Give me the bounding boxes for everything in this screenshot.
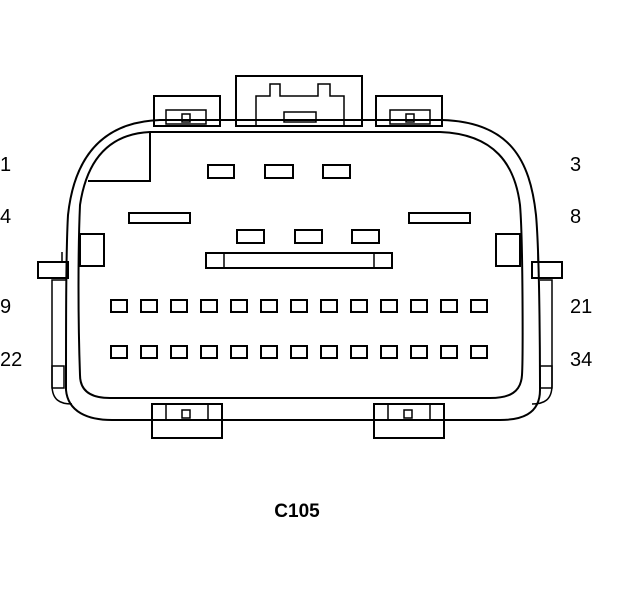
cavity-row-1 bbox=[207, 164, 351, 179]
pin-cavity bbox=[350, 345, 368, 359]
right-lower-key bbox=[539, 365, 553, 389]
pin-cavity bbox=[207, 164, 235, 179]
pin-label-3: 3 bbox=[570, 154, 581, 176]
pin-cavity bbox=[128, 212, 191, 224]
pin-cavity bbox=[322, 164, 351, 179]
pin-cavity bbox=[380, 345, 398, 359]
cavity-row-4 bbox=[110, 345, 488, 359]
pin-cavity bbox=[290, 345, 308, 359]
cavity-row-3 bbox=[110, 299, 488, 313]
pin-label-34: 34 bbox=[570, 349, 592, 371]
pin-cavity bbox=[351, 229, 380, 244]
pin-cavity bbox=[410, 345, 428, 359]
pin-cavity bbox=[110, 345, 128, 359]
pin-cavity bbox=[408, 212, 471, 224]
inner-face bbox=[77, 131, 524, 399]
pin-cavity bbox=[470, 345, 488, 359]
pin-label-9: 9 bbox=[0, 296, 11, 318]
left-key bbox=[79, 233, 105, 267]
pin-label-8: 8 bbox=[570, 206, 581, 228]
pin-cavity bbox=[260, 299, 278, 313]
right-key bbox=[495, 233, 521, 267]
pin-cavity bbox=[320, 299, 338, 313]
left-lower-key bbox=[51, 365, 65, 389]
right-flange bbox=[531, 279, 553, 405]
top-left-lock-tab bbox=[153, 95, 221, 127]
pin-cavity bbox=[230, 345, 248, 359]
pin-cavity bbox=[236, 229, 265, 244]
top-latch bbox=[235, 75, 363, 127]
left-flange bbox=[51, 279, 73, 405]
pin-cavity bbox=[410, 299, 428, 313]
pin-cavity bbox=[290, 299, 308, 313]
pin-cavity bbox=[140, 345, 158, 359]
pin-cavity bbox=[440, 299, 458, 313]
left-side-ear bbox=[37, 252, 69, 279]
pin-label-22: 22 bbox=[0, 349, 22, 371]
pin-cavity bbox=[170, 345, 188, 359]
pin-cavity bbox=[140, 299, 158, 313]
pin-cavity bbox=[350, 299, 368, 313]
connector-id-label: C105 bbox=[274, 501, 320, 522]
right-side-ear bbox=[531, 252, 563, 279]
pin-cavity bbox=[380, 299, 398, 313]
pin-cavity bbox=[110, 299, 128, 313]
pin-label-21: 21 bbox=[570, 296, 592, 318]
pin-cavity bbox=[260, 345, 278, 359]
cavity-row-2 bbox=[128, 212, 471, 244]
pin-label-4: 4 bbox=[0, 206, 11, 228]
outer-housing bbox=[64, 119, 542, 421]
polarization-notch bbox=[88, 133, 151, 182]
pin-cavity bbox=[470, 299, 488, 313]
pin-label-1: 1 bbox=[0, 154, 11, 176]
pin-cavity bbox=[170, 299, 188, 313]
center-bar bbox=[205, 252, 393, 269]
pin-cavity bbox=[440, 345, 458, 359]
top-right-lock-tab bbox=[375, 95, 443, 127]
pin-cavity bbox=[264, 164, 294, 179]
pin-cavity bbox=[294, 229, 323, 244]
pin-cavity bbox=[200, 299, 218, 313]
pin-cavity bbox=[200, 345, 218, 359]
pin-cavity bbox=[320, 345, 338, 359]
pin-cavity bbox=[230, 299, 248, 313]
